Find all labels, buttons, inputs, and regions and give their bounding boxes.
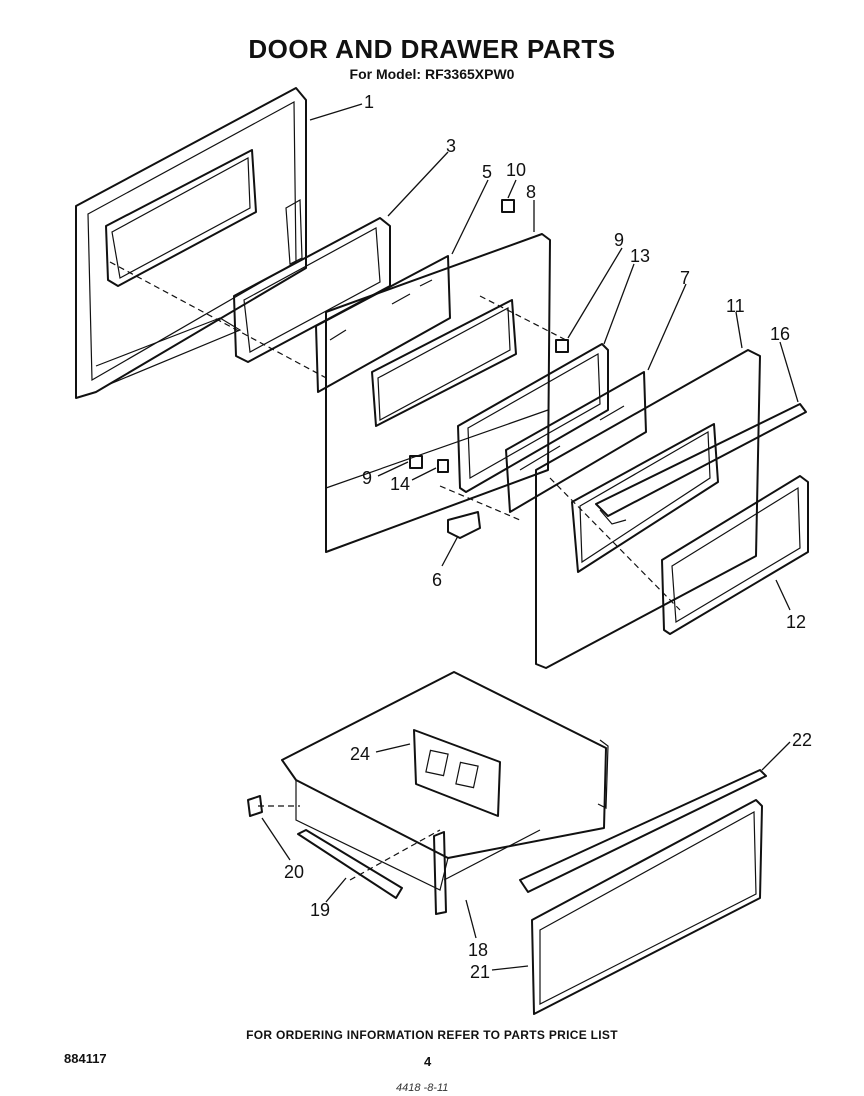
part-16-handle [595,403,807,525]
part-24-rear-bracket [413,729,501,817]
callout-9-lower: 9 [362,468,372,488]
callout-9-upper: 9 [614,230,624,250]
part-21-drawer-front [531,799,763,1015]
callout-24: 24 [350,744,370,764]
callout-leaders [261,103,799,971]
part-5-glass [315,255,451,393]
model-subtitle: For Model: RF3365XPW0 [0,66,864,82]
callout-14: 14 [390,474,410,494]
small-parts [409,199,569,539]
part-10-clip [501,199,515,213]
part-1-outer-door [75,87,307,399]
callout-16: 16 [770,324,790,344]
document-number: 884117 [64,1051,107,1066]
part-13-frame [457,343,609,493]
alignment-lines [109,261,681,611]
callout-8: 8 [526,182,536,202]
part-9-upper-hinge-clip [555,339,569,353]
part-24-drawer-body [281,671,609,891]
part-18-drawer-side [433,829,541,915]
ordering-note: FOR ORDERING INFORMATION REFER TO PARTS … [246,1028,618,1042]
part-14-bracket [437,459,449,473]
part-12-window-frame [661,475,809,635]
callout-12: 12 [786,612,806,632]
part-19-side-rail [297,829,403,899]
callout-19: 19 [310,900,330,920]
model-label: For Model: [349,66,422,82]
callout-7: 7 [680,268,690,288]
part-20-glide [247,795,263,817]
callout-13: 13 [630,246,650,266]
callout-labels: 1 3 5 10 8 9 13 7 11 16 9 14 6 12 22 24 … [284,92,812,982]
callout-6: 6 [432,570,442,590]
part-9-lower-hinge-clip [409,455,423,469]
model-number: RF3365XPW0 [424,66,515,82]
callout-20: 20 [284,862,304,882]
callout-10: 10 [506,160,526,180]
part-3-gasket [233,217,391,363]
callout-11: 11 [726,296,745,316]
diagram-title-text: DOOR AND DRAWER PARTS [248,34,616,64]
callout-21: 21 [470,962,490,982]
callout-1: 1 [364,92,374,112]
part-6-handle-bracket [447,511,481,539]
callout-22: 22 [792,730,812,750]
callout-18: 18 [468,940,488,960]
handwritten-mark: 4418 -8-11 [396,1082,449,1094]
callout-3: 3 [446,136,456,156]
part-22-front-rail [519,769,767,893]
callout-5: 5 [482,162,492,182]
page-number: 4 [424,1054,432,1069]
diagram-title: DOOR AND DRAWER PARTS [0,34,864,65]
drawer-alignment-lines [258,805,441,881]
part-7-inner-glass [505,371,647,513]
part-11-door-liner [535,349,761,669]
part-8-inner-panel [325,233,551,553]
